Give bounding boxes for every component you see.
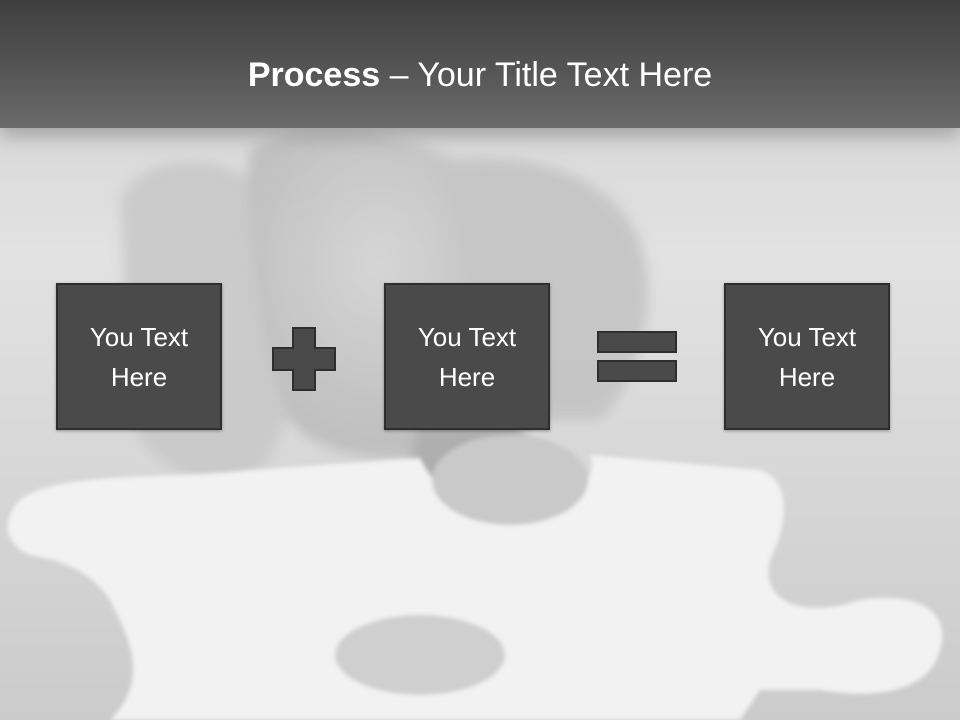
title-bar: Process – Your Title Text Here <box>0 0 960 128</box>
process-box-2[interactable]: You Text Here <box>384 283 550 430</box>
plus-icon <box>272 327 336 391</box>
process-box-3[interactable]: You Text Here <box>724 283 890 430</box>
process-box-3-text: You Text Here <box>757 321 857 392</box>
process-box-1[interactable]: You Text Here <box>56 283 222 430</box>
equals-icon <box>597 331 677 382</box>
process-box-2-text: You Text Here <box>417 321 517 392</box>
title-rest: – Your Title Text Here <box>380 56 713 94</box>
process-box-1-text: You Text Here <box>89 321 189 392</box>
slide-title: Process – Your Title Text Here <box>0 52 960 98</box>
title-strong: Process <box>247 56 381 94</box>
